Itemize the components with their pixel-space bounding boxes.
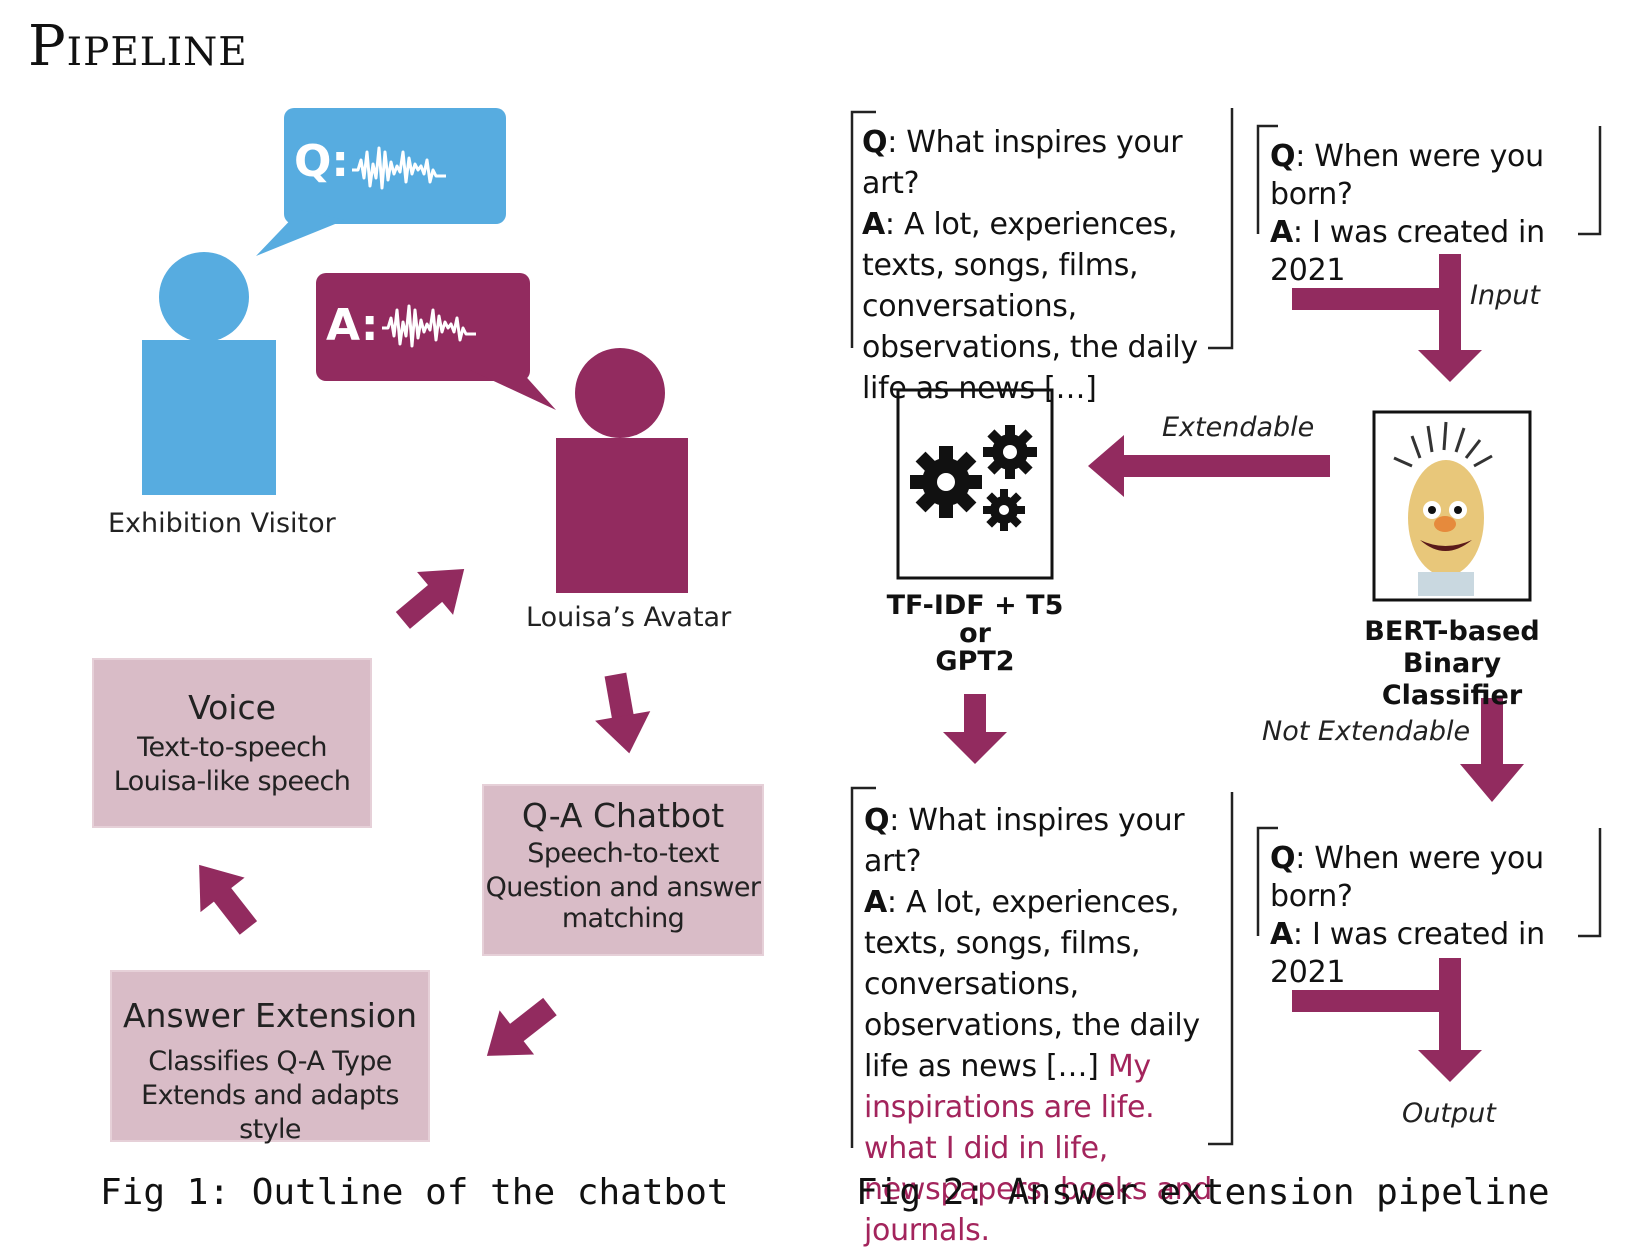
not-extendable-arrow xyxy=(1460,698,1524,802)
arrow-icon xyxy=(395,569,465,629)
input-qa-born: Q: When were you born? A: I was created … xyxy=(1270,138,1610,290)
classifier-label: BERT-based Binary Classifier xyxy=(1332,616,1572,712)
classifier-line2: Binary Classifier xyxy=(1381,648,1523,711)
page-title: Pipeline xyxy=(28,14,248,79)
a-label: A xyxy=(862,207,885,242)
output2-answer: : I was created in 2021 xyxy=(1270,917,1545,990)
input-arrow xyxy=(1292,254,1482,382)
q-label: Q xyxy=(864,803,890,838)
generator-down-arrow xyxy=(943,694,1007,764)
chatbot-line3: matching xyxy=(561,903,685,934)
output-qa-art: Q: What inspires your art? A: A lot, exp… xyxy=(864,800,1234,1251)
extension-box: Answer Extension Classifies Q-A Type Ext… xyxy=(110,970,430,1145)
speech-bubble-q-icon xyxy=(256,108,506,256)
bracket-frames xyxy=(850,108,1602,1148)
input2-question: : When were you born? xyxy=(1270,139,1544,212)
a-label: A xyxy=(1270,215,1293,250)
arrow-icon xyxy=(199,864,258,935)
output-qa-born: Q: When were you born? A: I was created … xyxy=(1270,840,1610,992)
a-label: A xyxy=(1270,917,1293,952)
extendable-arrow xyxy=(1088,435,1330,497)
extension-line1: Classifies Q-A Type xyxy=(148,1046,392,1077)
q-label: Q xyxy=(1270,139,1296,174)
avatar-label: Louisa’s Avatar xyxy=(526,602,732,633)
chatbot-box: Q-A Chatbot Speech-to-text Question and … xyxy=(482,784,764,956)
generator-line3: GPT2 xyxy=(935,646,1015,677)
voice-title: Voice xyxy=(188,688,276,727)
visitor-label: Exhibition Visitor xyxy=(108,508,336,539)
output2-question: : When were you born? xyxy=(1270,841,1544,914)
input1-question: : What inspires your art? xyxy=(862,125,1183,201)
voice-line2: Louisa-like speech xyxy=(113,766,351,797)
person-avatar-icon xyxy=(556,348,688,593)
extension-line2: Extends and adapts style xyxy=(141,1080,399,1145)
q-label: Q xyxy=(1270,841,1296,876)
output-arrow xyxy=(1292,958,1482,1082)
output1-question: : What inspires your art? xyxy=(864,803,1185,879)
voice-line1: Text-to-speech xyxy=(137,732,327,763)
a-bubble-label: A: xyxy=(326,300,379,351)
generator-label: TF-IDF + T5 or GPT2 xyxy=(880,592,1070,676)
not-extendable-label: Not Extendable xyxy=(1262,716,1471,747)
extension-title: Answer Extension xyxy=(122,996,418,1035)
chatbot-line2: Question and answer xyxy=(485,872,761,903)
voice-box: Voice Text-to-speech Louisa-like speech xyxy=(92,658,372,828)
output1-extension: My inspirations are life. what I did in … xyxy=(864,1049,1213,1248)
arrow-icon xyxy=(486,997,557,1056)
generator-line1: TF-IDF + T5 xyxy=(886,590,1064,621)
bert-puppet-icon xyxy=(1372,410,1532,602)
pipeline-arrows xyxy=(943,254,1524,1082)
speech-bubble-a-icon xyxy=(316,273,556,410)
input-label: Input xyxy=(1470,280,1540,311)
chatbot-line1: Speech-to-text xyxy=(527,838,719,869)
extendable-label: Extendable xyxy=(1162,412,1315,443)
arrow-icon xyxy=(595,672,651,754)
input-qa-art: Q: What inspires your art? A: A lot, exp… xyxy=(862,122,1232,409)
a-label: A xyxy=(864,885,887,920)
q-label: Q xyxy=(862,125,888,160)
chatbot-title: Q-A Chatbot xyxy=(521,796,725,835)
generator-line2: or xyxy=(959,618,991,649)
cycle-arrows xyxy=(199,569,651,1056)
fig1-caption: Fig 1: Outline of the chatbot xyxy=(100,1172,729,1213)
classifier-line1: BERT-based xyxy=(1364,616,1540,647)
input1-answer: : A lot, experiences, texts, songs, film… xyxy=(862,207,1198,406)
output-label: Output xyxy=(1402,1098,1496,1129)
person-visitor-icon xyxy=(142,252,276,495)
fig2-caption: Fig 2: Answer extension pipeline xyxy=(856,1172,1550,1213)
q-bubble-label: Q: xyxy=(294,136,349,187)
input2-answer: : I was created in 2021 xyxy=(1270,215,1545,288)
gears-icon xyxy=(896,388,1054,580)
output1-answer: : A lot, experiences, texts, songs, film… xyxy=(864,885,1200,1084)
